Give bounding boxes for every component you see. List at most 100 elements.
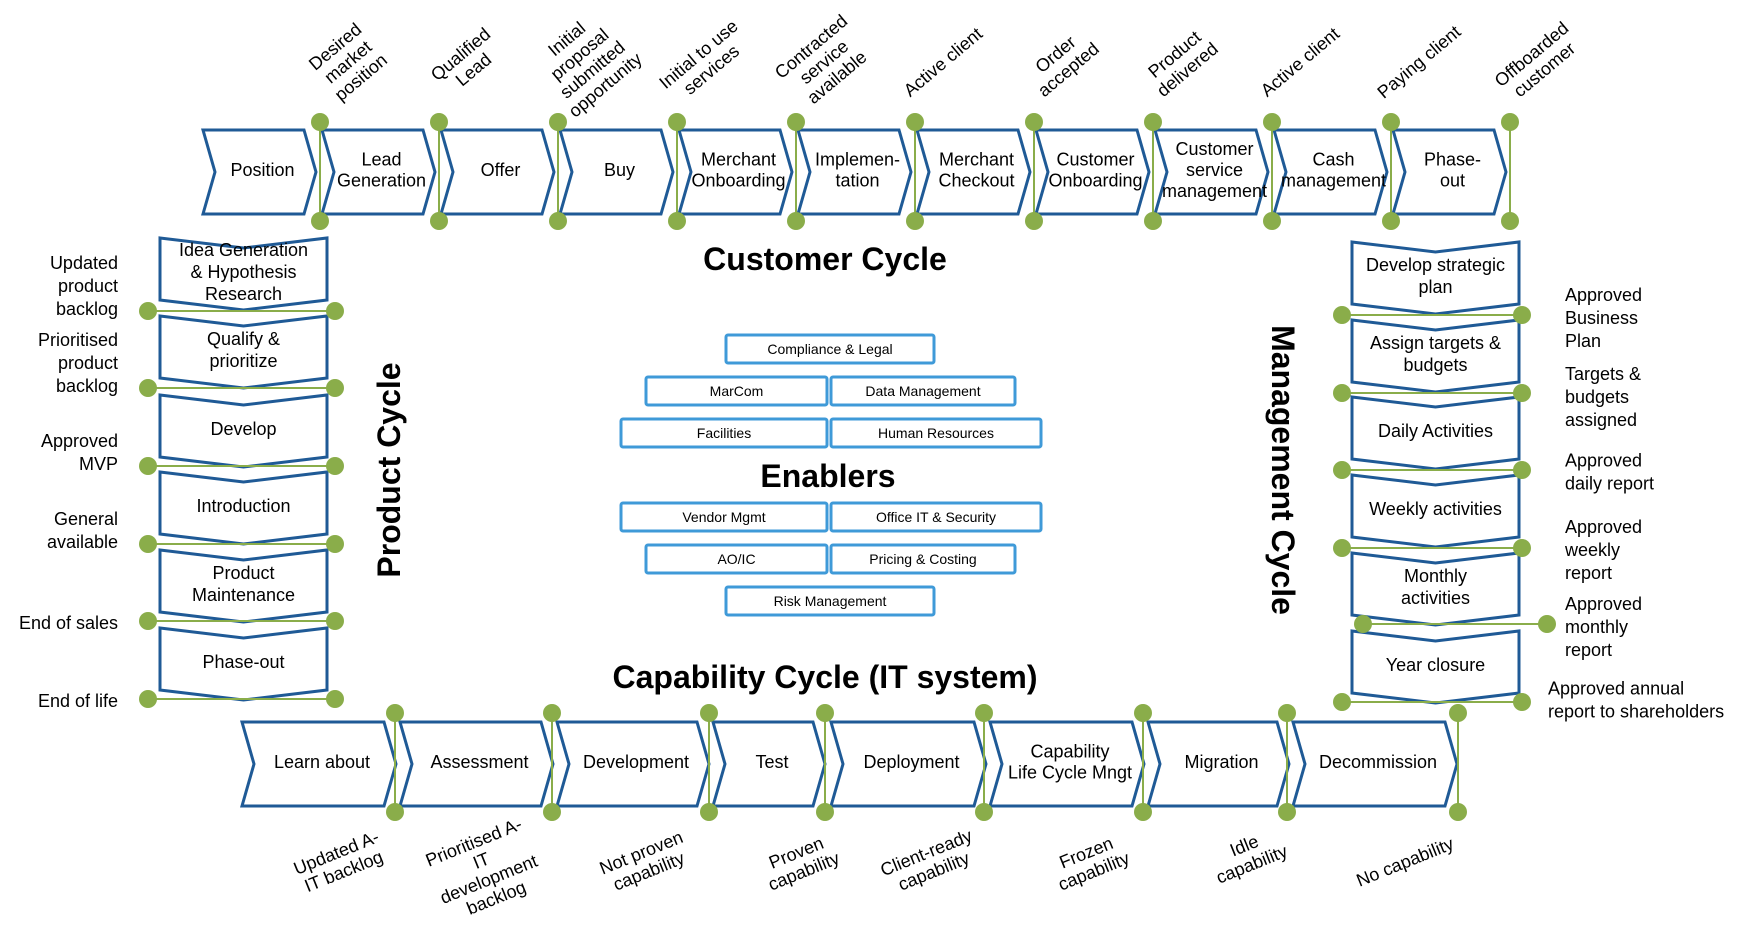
capability-state-label: Idlecapability [1206,822,1291,887]
management-step-label: Assign targets &budgets [1370,333,1501,375]
customer-connector-dot [787,212,805,230]
customer-connector-dot [1144,113,1162,131]
management-connector-dot [1333,306,1351,324]
capability-connector-dot [816,704,834,722]
enabler-risk-management [724,585,936,617]
customer-connector-dot [1144,212,1162,230]
capability-connector-dot [975,803,993,821]
capability-connector-dot [386,803,404,821]
product-connector-dot [326,535,344,553]
management-connector-dot [1333,384,1351,402]
customer-connector-dot [1025,212,1043,230]
capability-step-migration [1146,720,1291,808]
customer-state-label: Desiredmarketposition [305,19,391,105]
capability-step-label: Learn about [274,752,370,772]
customer-step-cash-management [1272,128,1389,216]
product-connector-dot [139,690,157,708]
customer-step-lead-generation [320,128,437,216]
customer-connector-dot [668,113,686,131]
enabler-label: AO/IC [717,551,755,567]
customer-state-label: Initial to useservices [655,16,754,108]
management-connector-dot [1513,384,1531,402]
management-connector-dot [1513,461,1531,479]
customer-step-label: Implemen-tation [815,150,900,191]
management-step-develop-strategic-plan [1350,240,1521,316]
customer-connector-dot [430,113,448,131]
management-step-monthly-activities [1350,551,1521,627]
customer-connector-dot [1501,113,1519,131]
management-connector-dot [1513,306,1531,324]
product-step-label: Develop [210,419,276,439]
enabler-label: MarCom [710,383,764,399]
capability-step-label: Decommission [1319,752,1437,772]
capability-connector-dot [700,704,718,722]
product-connector-dot [326,302,344,320]
customer-connector-dot [1382,113,1400,131]
product-step-product-maintenance [158,548,329,624]
customer-state-label: QualifiedLead [427,24,507,100]
capability-step-label: Assessment [430,752,528,772]
customer-state-label: Active client [900,23,986,100]
enablers-title: Enablers [760,458,895,494]
management-connector-dot [1354,615,1372,633]
product-step-phase-out [158,626,329,702]
enabler-label: Office IT & Security [876,509,996,525]
customer-step-offer [439,128,556,216]
capability-connector-dot [1449,803,1467,821]
customer-connector-dot [430,212,448,230]
capability-connector-dot [1278,803,1296,821]
product-step-label: Qualify &prioritize [207,329,280,371]
customer-state-label: Productdelivered [1140,23,1222,101]
enabler-label: Pricing & Costing [869,551,976,567]
capability-step-learn-about [240,720,398,808]
customer-step-buy [558,128,675,216]
product-connector-dot [139,457,157,475]
product-connector-dot [139,612,157,630]
management-connector-dot [1513,539,1531,557]
capability-state-label: Frozencapability [1048,829,1133,894]
enabler-facilities [619,417,829,449]
customer-step-label: Phase-out [1424,150,1481,191]
management-connector-dot [1538,615,1556,633]
management-step-year-closure [1350,629,1521,705]
capability-step-test [711,720,827,808]
product-connector-dot [139,535,157,553]
capability-step-label: Migration [1184,752,1258,772]
product-connector-dot [326,612,344,630]
capability-connector-dot [700,803,718,821]
capability-connector-dot [1134,704,1152,722]
customer-connector-dot [1382,212,1400,230]
enabler-ao-ic [644,543,829,575]
enabler-label: Risk Management [774,593,887,609]
management-connector-dot [1513,693,1531,711]
customer-step-label: Position [230,160,294,180]
enabler-pricing-costing [829,543,1017,575]
product-connector-dot [326,690,344,708]
product-connector-dot [139,302,157,320]
customer-step-phase-out [1391,128,1508,216]
customer-state-label: Offboardedcustomer [1491,18,1585,106]
customer-state-label: Orderaccepted [1021,23,1103,101]
customer-connector-dot [906,212,924,230]
enabler-human-resources [829,417,1043,449]
management-cycle-title: Management Cycle [1265,325,1301,615]
management-step-label: Year closure [1386,655,1485,675]
customer-connector-dot [787,113,805,131]
product-connector-dot [326,457,344,475]
customer-connector-dot [1501,212,1519,230]
customer-step-merchant-checkout [915,128,1032,216]
enabler-label: Human Resources [878,425,994,441]
capability-step-development [555,720,711,808]
customer-state-label: Paying client [1373,22,1464,103]
product-connector-dot [139,379,157,397]
enabler-label: Facilities [697,425,751,441]
customer-step-label: Offer [481,160,521,180]
